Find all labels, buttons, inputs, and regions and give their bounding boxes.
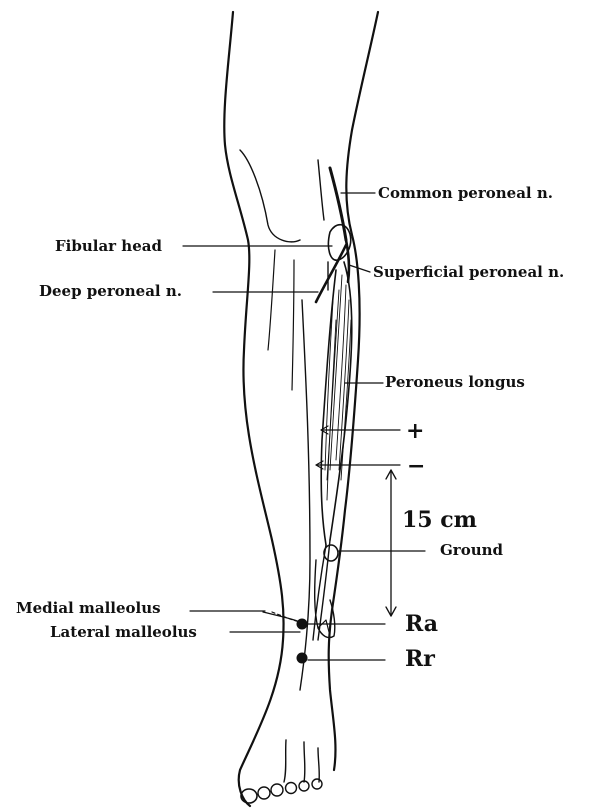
label-peroneus-longus: Peroneus longus <box>385 375 525 390</box>
label-plus: + <box>406 420 424 442</box>
label-lateral-malleolus: Lateral malleolus <box>50 625 197 640</box>
leg-outline <box>224 12 378 806</box>
distance-dimension <box>386 470 396 616</box>
label-superficial-peroneal: Superficial peroneal n. <box>373 265 564 280</box>
leader-superficial-peroneal <box>349 265 370 272</box>
label-ground: Ground <box>440 543 503 558</box>
label-ra: Ra <box>405 613 438 635</box>
reference-electrode-rr <box>297 653 308 664</box>
label-medial-malleolus: Medial malleolus <box>16 601 161 616</box>
label-deep-peroneal: Deep peroneal n. <box>39 284 182 299</box>
peroneus-longus-muscle <box>313 262 352 640</box>
label-fibular-head: Fibular head <box>55 239 162 254</box>
foot <box>241 740 322 803</box>
label-common-peroneal: Common peroneal n. <box>378 186 553 201</box>
active-electrode-ra <box>297 619 308 630</box>
ground-electrode <box>324 545 338 561</box>
label-minus: − <box>407 455 425 477</box>
label-rr: Rr <box>405 648 435 670</box>
label-distance: 15 cm <box>402 509 477 531</box>
